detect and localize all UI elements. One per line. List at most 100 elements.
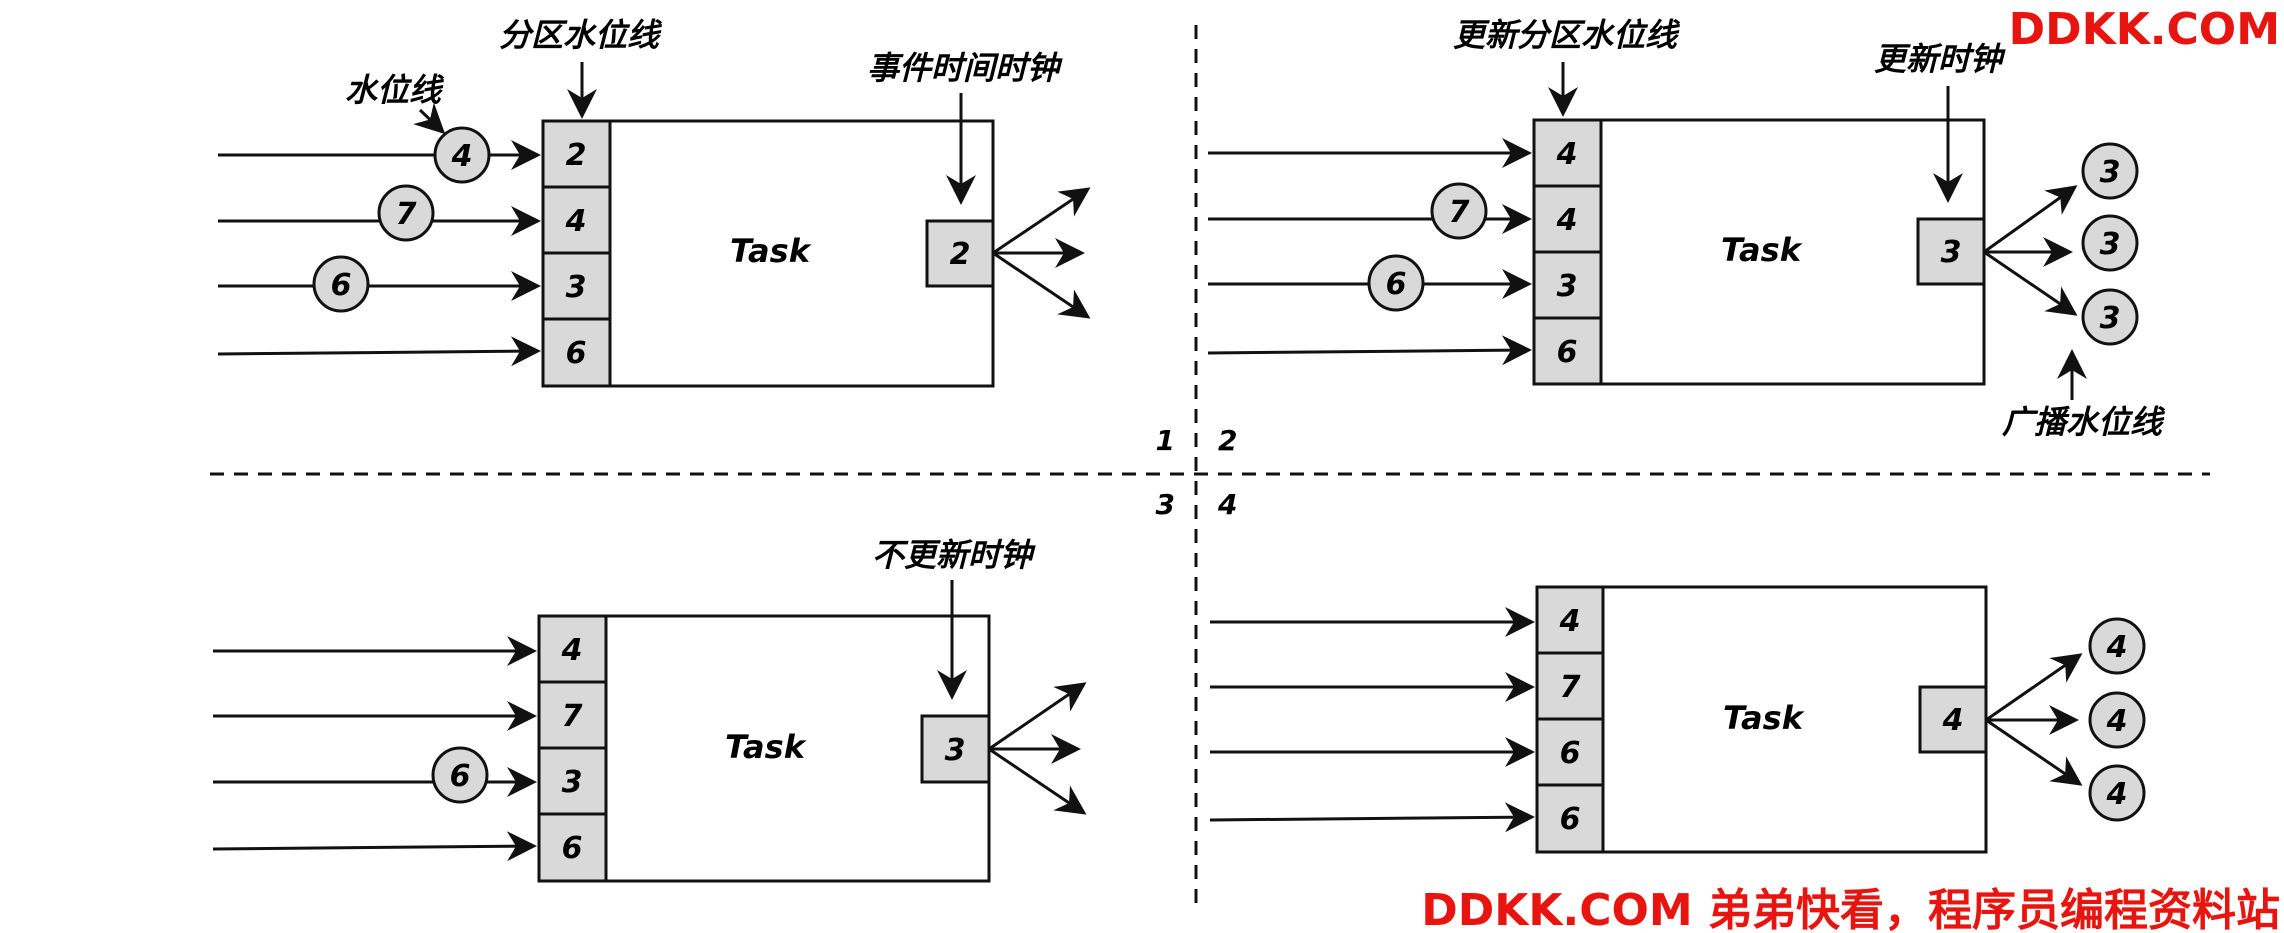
broadcast-watermark-circle: [2088, 617, 2146, 675]
input-streams: [1209, 607, 1535, 833]
watermark-event-circle: [312, 255, 370, 313]
input-streams: [212, 636, 537, 862]
broadcast-watermark-value: 4: [2106, 777, 2128, 812]
event-time-clock-value: 4: [1942, 703, 1964, 738]
broadcast-watermark-value: 3: [2100, 301, 2121, 336]
event-watermark-circles: 7 6: [1367, 182, 1488, 312]
event-time-clock: [1916, 217, 1986, 286]
watermark-event-value: 6: [331, 268, 352, 303]
event-watermark-circles: 4 7 6: [312, 126, 491, 313]
output-arrow: [992, 251, 1091, 319]
annotation-update-clock: 更新时钟: [1874, 40, 2006, 78]
watermark-event-circle: [433, 126, 491, 184]
panel-1: Task 2 4 3 6 4 7 6 2: [217, 16, 1091, 388]
partition-watermark-value: 7: [1560, 670, 1581, 705]
broadcast-watermark-circle: [2088, 691, 2146, 749]
annotation-event-time-clock: 事件时间时钟: [867, 49, 1063, 87]
partition-watermark-value: 3: [562, 765, 583, 800]
task-label: Task: [1723, 699, 1805, 737]
partition-watermark-value: 3: [1557, 269, 1578, 304]
partition-watermark-value: 4: [1556, 203, 1578, 238]
input-streams: [217, 140, 541, 367]
watermark-event-circle: [431, 746, 489, 804]
partition-watermark-cells: 2 4 3 6: [541, 119, 612, 388]
quadrant-number-2: 2: [1218, 424, 1237, 457]
watermark-top: DDKK.COM: [2009, 4, 2280, 55]
task-label: Task: [1721, 231, 1803, 269]
panel-3: Task 4 7 3 6 6 3 不更新时钟: [212, 536, 1087, 883]
event-time-clock: [1918, 685, 1988, 754]
partition-watermark-value: 4: [565, 204, 587, 239]
output-arrows: [1983, 185, 2078, 316]
annotation-no-clock-update: 不更新时钟: [872, 536, 1036, 574]
quadrant-number-4: 4: [1217, 488, 1237, 521]
broadcast-watermarks: 3 3 3: [2081, 142, 2139, 346]
partition-watermark-cells: 4 7 3 6: [537, 614, 608, 883]
output-arrow: [1985, 718, 2083, 786]
panel-2: Task 4 4 3 6 7 6 3: [1207, 16, 2166, 441]
input-arrow: [217, 336, 541, 367]
partition-watermark-value: 6: [1560, 736, 1581, 771]
broadcast-watermark-value: 4: [2106, 704, 2128, 739]
annotation-update-partition-watermark: 更新分区水位线: [1453, 16, 1681, 54]
output-arrow: [988, 682, 1087, 751]
partition-watermark-cells: 4 4 3 6: [1532, 118, 1603, 386]
partition-cell: [537, 614, 608, 684]
output-arrow: [1983, 250, 2078, 316]
broadcast-watermark-circle: [2088, 764, 2146, 822]
event-time-clock-value: 2: [950, 237, 971, 272]
partition-cell: [537, 812, 608, 883]
partition-cell: [541, 119, 612, 189]
watermark-event-circle: [377, 184, 435, 242]
panel-4: Task 4 7 6 6 4 4 4: [1209, 585, 2146, 854]
partition-watermark-value: 4: [1556, 137, 1578, 172]
partition-watermark-value: 6: [566, 336, 587, 371]
input-arrow: [212, 831, 537, 862]
partition-watermark-cells: 4 7 6 6: [1535, 585, 1605, 854]
event-time-clock-value: 3: [945, 733, 966, 768]
event-time-clock: [920, 714, 991, 784]
output-arrow: [992, 187, 1091, 255]
partition-watermark-value: 2: [566, 138, 587, 173]
watermark-event-value: 6: [1386, 267, 1407, 302]
output-arrows: [992, 187, 1091, 319]
broadcast-watermark-circle: [2081, 142, 2139, 200]
event-watermark-circles: 6: [431, 746, 489, 804]
partition-cell: [1535, 783, 1605, 854]
quadrant-number-1: 1: [1156, 424, 1175, 457]
broadcast-watermark-circle: [2081, 288, 2139, 346]
quadrant-number-3: 3: [1156, 488, 1175, 521]
watermark-event-circle: [1430, 182, 1488, 240]
broadcast-watermarks: 4 4 4: [2088, 617, 2146, 822]
broadcast-watermark-value: 3: [2100, 155, 2121, 190]
output-arrows: [1985, 653, 2083, 786]
input-arrow: [1209, 802, 1535, 833]
watermark-event-circle: [1367, 254, 1425, 312]
output-arrow: [1983, 185, 2078, 254]
event-time-clock-value: 3: [1941, 235, 1962, 270]
partition-watermark-value: 6: [1560, 802, 1581, 837]
partition-watermark-value: 7: [562, 699, 583, 734]
annotation-broadcast-watermark: 广播水位线: [2002, 403, 2166, 441]
watermark-bottom: DDKK.COM 弟弟快看，程序员编程资料站: [1421, 885, 2280, 933]
partition-cell: [537, 680, 608, 750]
partition-cell: [541, 317, 612, 388]
watermark-event-value: 7: [1449, 195, 1470, 230]
watermark-event-value: 7: [396, 197, 417, 232]
broadcast-watermark-value: 3: [2100, 227, 2121, 262]
annotation-partition-watermark: 分区水位线: [499, 16, 663, 54]
partition-watermark-value: 6: [1557, 335, 1578, 370]
input-streams: [1207, 138, 1532, 366]
annotation-watermark: 水位线: [345, 71, 445, 109]
output-arrow: [1985, 653, 2083, 722]
task-label: Task: [730, 232, 812, 270]
broadcast-watermark-circle: [2081, 214, 2139, 272]
input-arrow: [1207, 335, 1532, 366]
broadcast-watermark-value: 4: [2106, 630, 2128, 665]
partition-watermark-value: 4: [561, 633, 583, 668]
output-arrow: [988, 747, 1087, 815]
annotation-arrow: [413, 102, 446, 135]
partition-watermark-value: 3: [566, 270, 587, 305]
partition-watermark-value: 4: [1559, 604, 1581, 639]
